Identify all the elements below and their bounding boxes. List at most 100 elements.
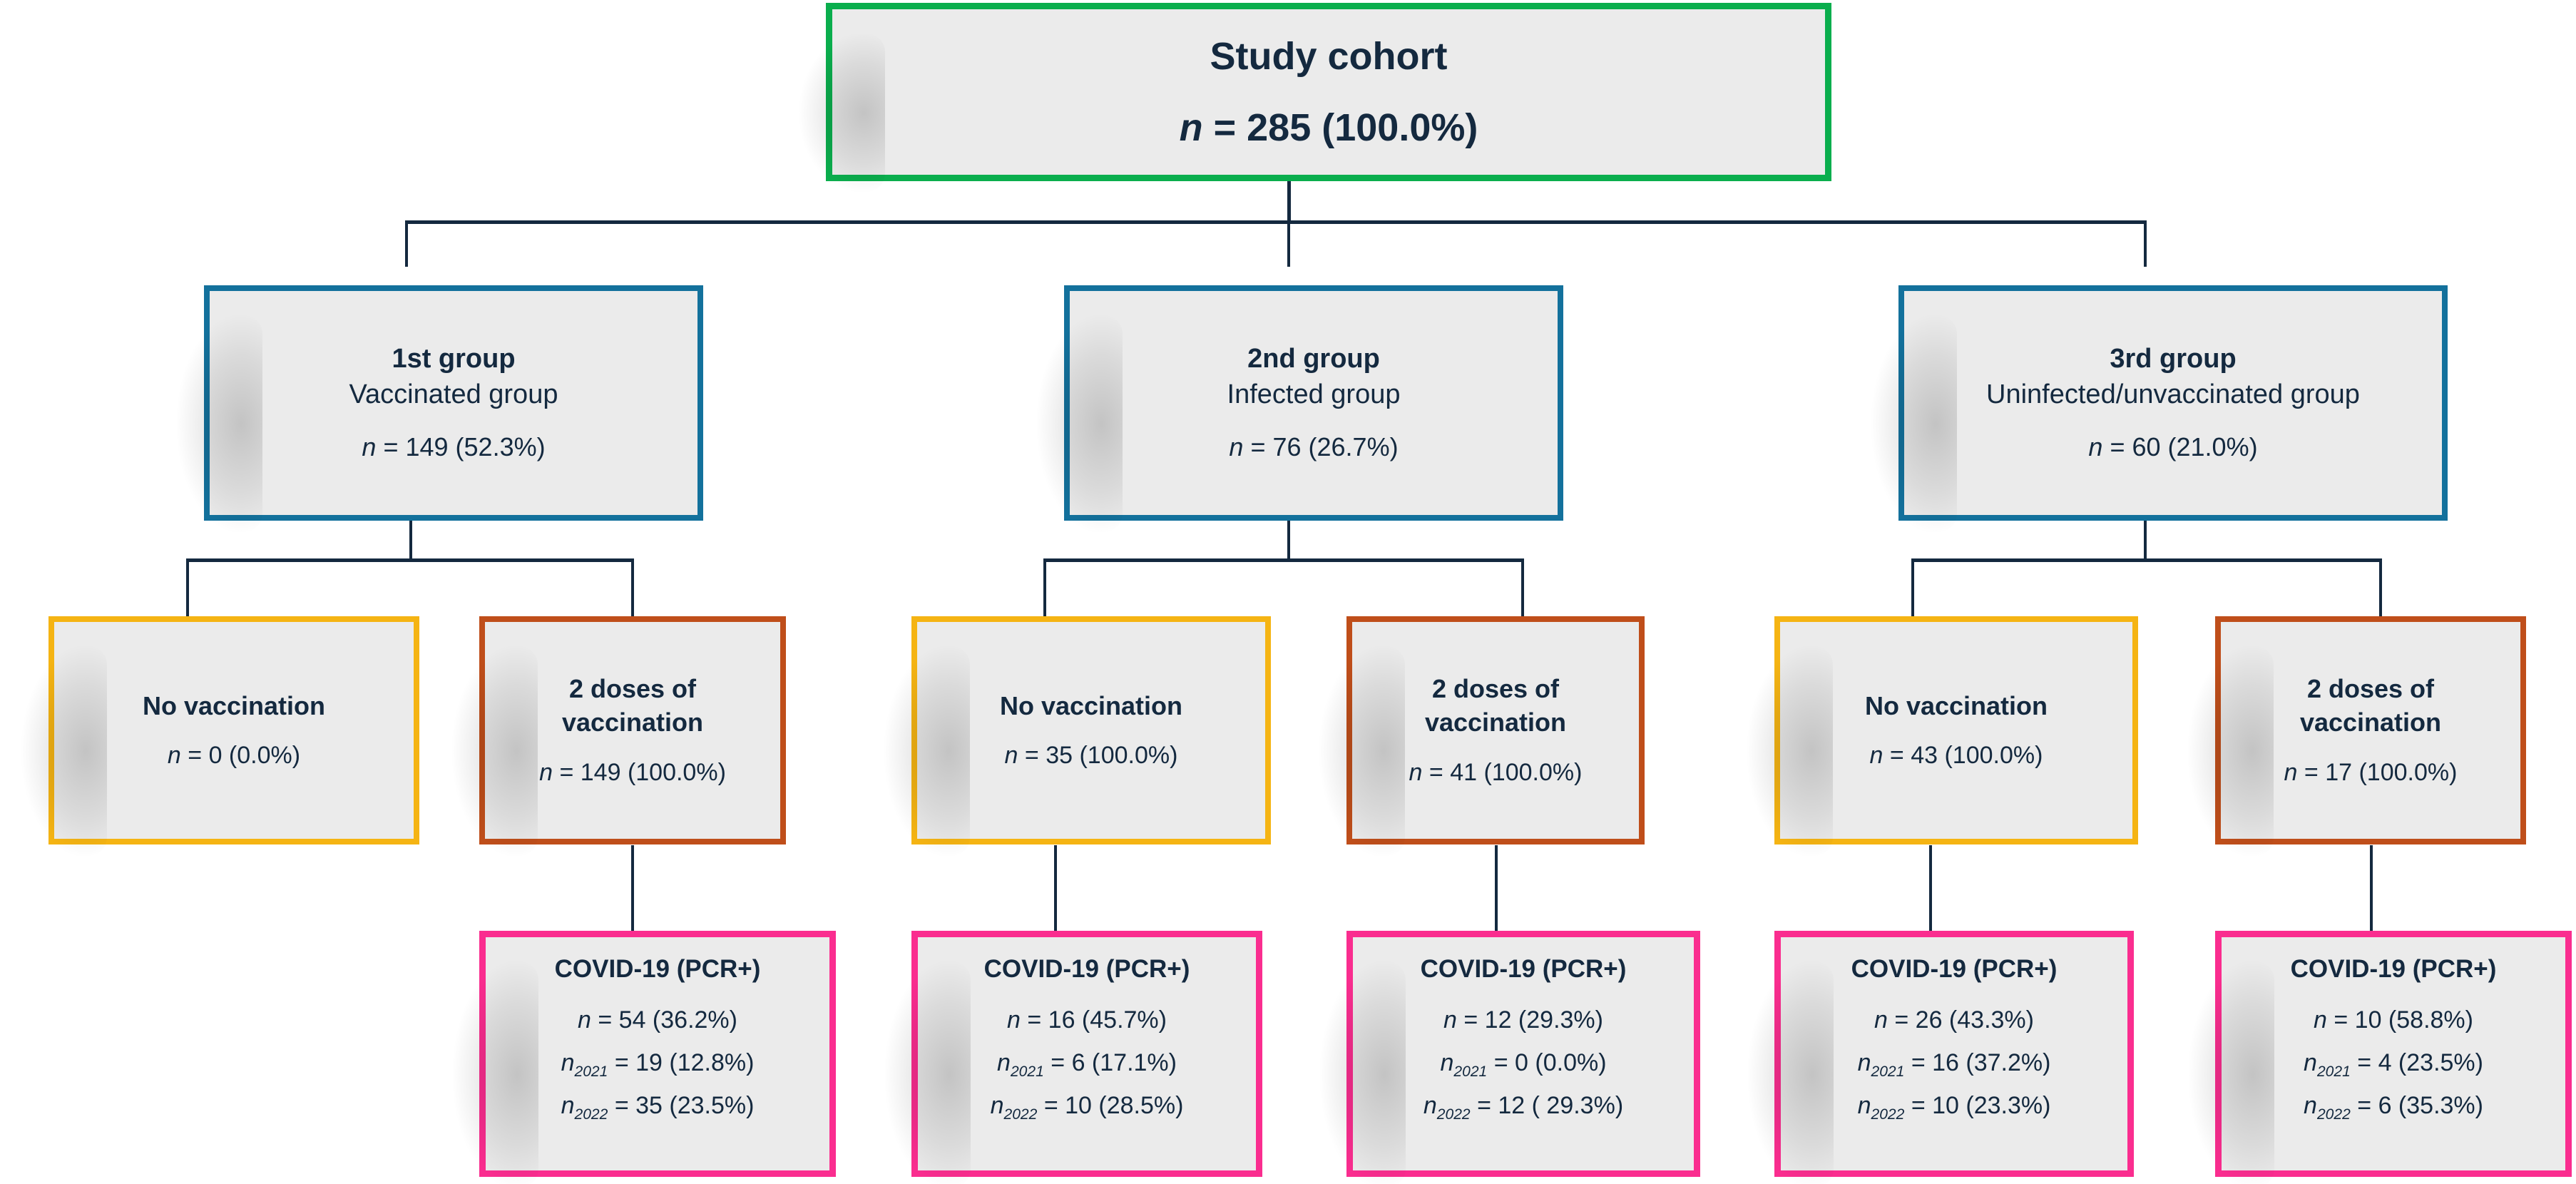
dose-4-n-value: = 41 (100.0%) [1422,758,1583,786]
dose-6-n-value: = 17 (100.0%) [2297,758,2458,786]
dose-2-stat: n = 149 (100.0%) [539,757,726,788]
covid-2-n2021-subscript: 2021 [1010,1063,1044,1080]
covid-1-n-symbol: n [578,1006,591,1034]
covid-3-stat-total: n = 12 (29.3%) [1443,1004,1603,1036]
node-group-3[interactable]: 3rd group Uninfected/unvaccinated group … [1871,285,2448,532]
dose-6-stat: n = 17 (100.0%) [2284,757,2458,788]
connector-dose3-covid2 [1054,845,1057,931]
node-covid-2[interactable]: COVID-19 (PCR+) n = 16 (45.7%) n2021 = 6… [885,931,1262,1184]
group-2-stat: n = 76 (26.7%) [1229,431,1398,464]
node-dose-6-two-doses[interactable]: 2 doses of vaccination n = 17 (100.0%) [2188,616,2526,856]
connector-drop-dose-5 [1911,558,1914,617]
connector-drop-dose-1 [186,558,189,617]
covid-2-n-value: = 16 (45.7%) [1020,1006,1167,1034]
group-1-n-symbol: n [362,432,377,461]
covid-5-n2022-subscript: 2022 [2316,1106,2351,1123]
group-3-title: 3rd group [2110,344,2237,374]
group-2-n-symbol: n [1229,432,1244,461]
group-3-stat: n = 60 (21.0%) [2088,431,2257,464]
dose-5-title: No vaccination [1864,690,2048,720]
covid-1-stat-2022: n2022 = 35 (23.5%) [561,1090,755,1122]
covid-1-stat-2021: n2021 = 19 (12.8%) [561,1047,755,1080]
dose-3-n-symbol: n [1004,742,1018,770]
dose-5-stat: n = 43 (100.0%) [1870,740,2043,771]
covid-4-title: COVID-19 (PCR+) [1851,955,2058,983]
connector-dose6-covid5 [2370,845,2373,931]
covid-1-n2021-symbol: n [561,1048,575,1076]
dose-1-title: No vaccination [142,690,326,720]
dose-3-stat: n = 35 (100.0%) [1005,740,1178,771]
node-group-2[interactable]: 2nd group Infected group n = 76 (26.7%) [1037,285,1563,532]
covid-5-stat-2021: n2021 = 4 (23.5%) [2304,1047,2483,1080]
covid-3-n2022-symbol: n [1423,1091,1437,1119]
connector-dose5-covid4 [1929,845,1932,931]
connector-group3-trunk [2144,521,2147,560]
covid-5-stat-2022: n2022 = 6 (35.3%) [2304,1090,2483,1123]
covid-4-n2022-value: = 10 (23.3%) [1904,1091,2051,1119]
connector-drop-dose-2 [631,558,634,617]
node-dose-5-no-vaccination[interactable]: No vaccination n = 43 (100.0%) [1747,616,2138,856]
dose-6-n-symbol: n [2284,758,2298,786]
node-dose-4-two-doses[interactable]: 2 doses of vaccination n = 41 (100.0%) [1319,616,1645,856]
group-1-stat: n = 149 (52.3%) [362,431,545,464]
covid-2-stat-2021: n2021 = 6 (17.1%) [997,1047,1177,1080]
node-covid-1[interactable]: COVID-19 (PCR+) n = 54 (36.2%) n2021 = 1… [453,931,836,1184]
covid-4-stat-2022: n2022 = 10 (23.3%) [1858,1090,2051,1123]
node-covid-3[interactable]: COVID-19 (PCR+) n = 12 (29.3%) n2021 = 0… [1320,931,1700,1184]
covid-3-n-value: = 12 (29.3%) [1456,1006,1603,1034]
dose-4-n-symbol: n [1409,758,1423,786]
dose-1-n-value: = 0 (0.0%) [180,742,301,770]
covid-2-n2021-symbol: n [997,1048,1011,1076]
connector-group1-bus [186,558,634,562]
dose-2-title-line2: vaccination [561,707,704,737]
covid-5-stat-total: n = 10 (58.8%) [2314,1004,2473,1036]
covid-2-stat-2022: n2022 = 10 (28.5%) [991,1090,1184,1122]
covid-4-stat-2021: n2021 = 16 (37.2%) [1857,1047,2051,1079]
node-dose-3-no-vaccination[interactable]: No vaccination n = 35 (100.0%) [884,616,1271,856]
dose-5-n-value: = 43 (100.0%) [1883,742,2043,770]
dose-3-title: No vaccination [999,690,1183,720]
group-3-n-symbol: n [2088,432,2103,461]
node-study-cohort[interactable]: Study cohort n = 285 (100.0%) [799,3,1831,192]
study-cohort-title: Study cohort [1210,34,1448,78]
node-covid-4[interactable]: COVID-19 (PCR+) n = 26 (43.3%) n2021 = 1… [1748,931,2134,1184]
covid-1-n2021-subscript: 2021 [574,1063,608,1080]
dose-3-n-value: = 35 (100.0%) [1018,742,1178,770]
covid-5-n-symbol: n [2314,1006,2327,1034]
covid-1-title: COVID-19 (PCR+) [554,955,761,983]
covid-1-n2021-value: = 19 (12.8%) [608,1048,755,1076]
covid-3-n2021-symbol: n [1440,1048,1454,1076]
group-1-subtitle: Vaccinated group [349,379,558,409]
covid-2-n2022-value: = 10 (28.5%) [1037,1091,1184,1119]
node-dose-1-no-vaccination[interactable]: No vaccination n = 0 (0.0%) [21,616,419,856]
dose-4-stat: n = 41 (100.0%) [1409,757,1583,788]
dose-2-n-value: = 149 (100.0%) [553,758,726,786]
dose-4-title-line2: vaccination [1424,707,1567,737]
covid-2-n2021-value: = 6 (17.1%) [1043,1048,1177,1076]
connector-drop-dose-3 [1043,558,1046,617]
connector-drop-group-2 [1287,220,1290,267]
covid-5-n2022-value: = 6 (35.3%) [2350,1091,2483,1119]
node-dose-2-two-doses[interactable]: 2 doses of vaccination n = 149 (100.0%) [452,616,786,856]
connector-group3-bus [1911,558,2382,562]
connector-drop-group-3 [2144,220,2147,267]
covid-5-n2021-subscript: 2021 [2316,1063,2351,1080]
covid-3-title: COVID-19 (PCR+) [1420,955,1627,983]
covid-4-n2021-symbol: n [1857,1048,1871,1076]
covid-4-n2022-subscript: 2022 [1871,1106,1905,1123]
covid-3-n2022-value: = 12 ( 29.3%) [1470,1091,1624,1119]
study-cohort-n-symbol: n [1179,106,1203,149]
connector-drop-group-1 [405,220,408,267]
covid-3-n-symbol: n [1443,1006,1457,1034]
connector-root-bus [405,220,2147,224]
node-covid-5[interactable]: COVID-19 (PCR+) n = 10 (58.8%) n2021 = 4… [2189,931,2572,1184]
connector-drop-dose-4 [1521,558,1524,617]
covid-4-n-symbol: n [1874,1006,1888,1034]
covid-2-stat-total: n = 16 (45.7%) [1007,1004,1167,1036]
covid-3-n2021-value: = 0 (0.0%) [1487,1048,1607,1076]
dose-2-title-line1: 2 doses of [568,674,697,704]
dose-4-title-line1: 2 doses of [1431,674,1560,704]
node-group-1[interactable]: 1st group Vaccinated group n = 149 (52.3… [177,285,703,532]
dose-6-title-line1: 2 doses of [2306,674,2435,704]
